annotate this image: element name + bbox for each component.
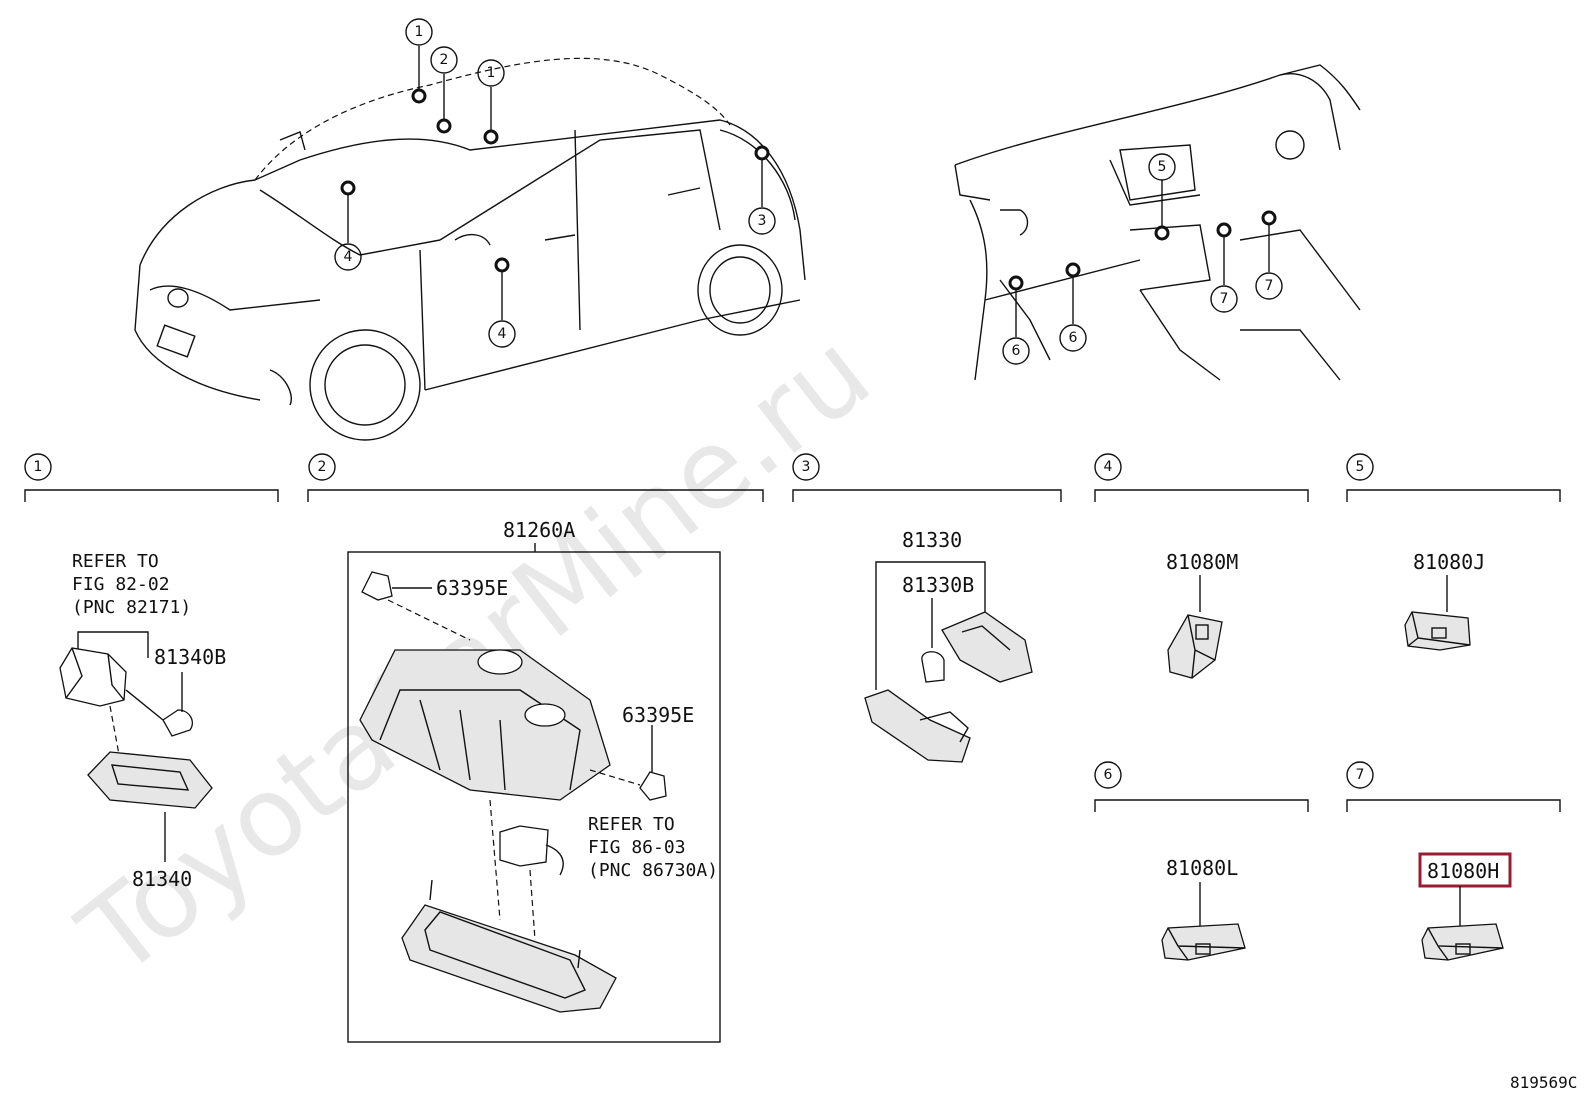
- part-label-81330B[interactable]: 81330B: [902, 573, 974, 597]
- section-4-header: 4: [1094, 453, 1309, 502]
- part-label-81080H[interactable]: 81080H: [1427, 859, 1499, 883]
- svg-text:3: 3: [758, 213, 767, 229]
- svg-text:5: 5: [1356, 459, 1365, 475]
- section-2: 81260A 63395E 63395E REFER TO FIG 86-03 …: [347, 518, 721, 1043]
- svg-text:2: 2: [440, 52, 449, 68]
- ref2-line2: FIG 86-03: [588, 837, 686, 858]
- section-1: REFER TO FIG 82-02 (PNC 82171) 81340B 81…: [59, 551, 226, 891]
- part-label-81260A[interactable]: 81260A: [503, 518, 575, 542]
- svg-text:6: 6: [1069, 330, 1078, 346]
- section-5: 81080J: [1404, 550, 1485, 651]
- svg-text:7: 7: [1356, 767, 1365, 783]
- part-label-81080J[interactable]: 81080J: [1413, 550, 1485, 574]
- svg-text:1: 1: [415, 24, 424, 40]
- svg-text:3: 3: [802, 459, 811, 475]
- section-1-header: 1: [24, 453, 279, 502]
- section-6-header: 6: [1094, 761, 1309, 812]
- section-2-header: 2: [307, 453, 764, 502]
- car-callouts: 1 2 1 4 4 3: [334, 18, 776, 348]
- svg-text:6: 6: [1104, 767, 1113, 783]
- car-illustration: [134, 57, 806, 441]
- part-label-63395E-top[interactable]: 63395E: [436, 576, 508, 600]
- section-3: 81330 81330B: [864, 528, 1033, 763]
- part-label-63395E-right[interactable]: 63395E: [622, 703, 694, 727]
- part-label-81080L[interactable]: 81080L: [1166, 856, 1238, 880]
- section-headers: 1 2 3 4 5 6 7: [24, 453, 1561, 812]
- highlight-box: [1418, 852, 1512, 888]
- svg-text:2: 2: [318, 459, 327, 475]
- section-7: 81080H: [1418, 852, 1512, 961]
- ref2-line3: (PNC 86730A): [588, 860, 718, 881]
- svg-text:5: 5: [1158, 159, 1167, 175]
- callout-6a: 6: [1002, 337, 1030, 365]
- svg-text:4: 4: [498, 326, 507, 342]
- svg-text:4: 4: [344, 249, 353, 265]
- ref2-line1: REFER TO: [588, 814, 675, 835]
- callout-3a: 3: [748, 207, 776, 235]
- part-label-81330[interactable]: 81330: [902, 528, 962, 552]
- part-label-81340[interactable]: 81340: [132, 867, 192, 891]
- callout-1a: 1: [405, 18, 433, 46]
- dashboard-illustration: [954, 64, 1361, 381]
- section-6: 81080L: [1161, 856, 1246, 961]
- callout-7a: 7: [1210, 285, 1238, 313]
- svg-text:7: 7: [1220, 291, 1229, 307]
- assembly-frame: [347, 551, 721, 1043]
- callout-2a: 2: [430, 46, 458, 74]
- section-3-header: 3: [792, 453, 1062, 502]
- dashboard-callouts: 5 6 6 7 7: [1002, 153, 1283, 365]
- callout-4b: 4: [488, 320, 516, 348]
- section-5-header: 5: [1346, 453, 1561, 502]
- svg-text:7: 7: [1265, 278, 1274, 294]
- svg-text:4: 4: [1104, 459, 1113, 475]
- svg-text:1: 1: [34, 459, 43, 475]
- callout-6b: 6: [1059, 324, 1087, 352]
- svg-text:6: 6: [1012, 343, 1021, 359]
- part-label-81340B[interactable]: 81340B: [154, 645, 226, 669]
- ref1-line2: FIG 82-02: [72, 574, 170, 595]
- callout-4a: 4: [334, 243, 362, 271]
- svg-text:1: 1: [487, 65, 496, 81]
- ref1-line3: (PNC 82171): [72, 597, 191, 618]
- callout-5a: 5: [1148, 153, 1176, 181]
- part-label-81080M[interactable]: 81080M: [1166, 550, 1238, 574]
- ref1-line1: REFER TO: [72, 551, 159, 572]
- callout-1b: 1: [477, 59, 505, 87]
- figure-id: 819569C: [1510, 1073, 1577, 1092]
- callout-7b: 7: [1255, 272, 1283, 300]
- section-7-header: 7: [1346, 761, 1561, 812]
- section-4: 81080M: [1166, 550, 1238, 679]
